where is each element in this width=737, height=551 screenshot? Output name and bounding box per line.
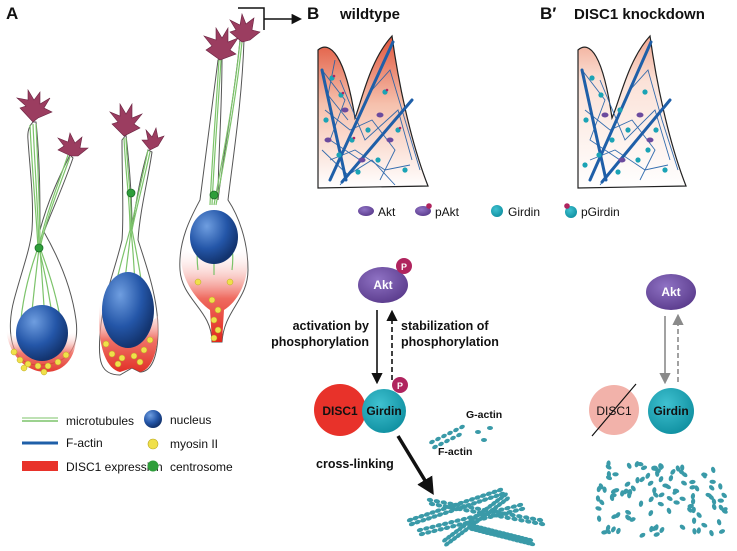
wt-akt-phospho — [396, 258, 412, 274]
neuron-2-myosin — [102, 336, 154, 368]
wt-growth-cone — [317, 34, 429, 189]
neuron-1 — [6, 88, 89, 376]
panel-a-label: A — [6, 4, 18, 23]
wt-girdin-node — [362, 389, 406, 433]
svg-text:P: P — [401, 262, 407, 272]
legend-akt: Akt — [378, 205, 396, 219]
activation-label-2: phosphorylation — [271, 335, 369, 349]
neuron-1-growth-cone-right — [57, 132, 89, 157]
neuron-1-growth-cone-left — [16, 88, 53, 123]
g-actin-label: G-actin — [466, 409, 502, 421]
legend-a: microtubules F-actin DISC1 expression nu… — [22, 410, 233, 474]
neuron-3-growth-cone-right — [229, 12, 261, 43]
neuron-2-growth-cone-left — [109, 102, 143, 137]
legend-pakt: pAkt — [435, 205, 460, 219]
activation-label-1: activation by — [293, 319, 369, 333]
wt-disc1-node — [314, 384, 366, 436]
legend-girdin: Girdin — [508, 205, 540, 219]
legend-b: Akt pAkt Girdin pGirdin — [358, 203, 620, 219]
kd-pathway: Akt DISC1 Girdin — [589, 274, 728, 538]
f-actin-label: F-actin — [438, 446, 472, 458]
cross-linking-arrow — [396, 435, 434, 495]
legend-nucleus: nucleus — [170, 413, 211, 427]
wt-pathway: Akt P activation by phosphorylation stab… — [271, 258, 546, 547]
neuron-3-centrosome — [209, 190, 219, 200]
svg-text:P: P — [397, 381, 403, 391]
neuron-2-centrosome — [126, 188, 136, 198]
cross-linking-label: cross-linking — [316, 457, 394, 471]
small-actin-strand — [429, 424, 493, 450]
zoom-bracket — [238, 7, 303, 30]
knockdown-title: DISC1 knockdown — [574, 6, 705, 23]
neuron-3-myosin — [194, 278, 234, 342]
legend-pgirdin: pGirdin — [581, 205, 620, 219]
panel-b-label: B — [307, 4, 319, 23]
panel-b-prime-label: B′ — [540, 4, 556, 23]
kd-girdin-label: Girdin — [653, 404, 688, 418]
stabilization-label-2: phosphorylation — [401, 335, 499, 349]
neuron-3 — [179, 12, 261, 343]
wt-girdin-label: Girdin — [366, 404, 401, 418]
neuron-1-centrosome — [34, 243, 44, 253]
wildtype-title: wildtype — [339, 6, 400, 23]
neuron-3-growth-cone-left — [203, 26, 239, 61]
wt-disc1-label: DISC1 — [322, 404, 358, 418]
legend-disc1-expression: DISC1 expression — [66, 460, 163, 474]
stabilization-label-1: stabilization of — [401, 319, 489, 333]
wt-girdin-phospho — [392, 377, 408, 393]
legend-centrosome: centrosome — [170, 460, 233, 474]
neuron-2-nucleus — [102, 272, 154, 348]
kd-akt-label: Akt — [661, 285, 680, 299]
kd-girdin-node — [648, 388, 694, 434]
legend-myosin: myosin II — [170, 437, 218, 451]
neuron-2 — [98, 102, 165, 376]
neuron-2-growth-cone-right — [141, 127, 165, 151]
kd-growth-cone — [577, 34, 687, 189]
scattered-actin — [595, 460, 728, 538]
kd-akt-node — [646, 274, 696, 310]
wt-akt-label: Akt — [373, 278, 392, 292]
kd-disc1-strike — [591, 383, 637, 437]
wt-akt-node — [358, 267, 408, 303]
crosslinked-actin — [406, 487, 546, 547]
kd-disc1-label: DISC1 — [596, 404, 632, 418]
neuron-1-nucleus — [16, 305, 68, 361]
legend-f-actin: F-actin — [66, 436, 103, 450]
neuron-3-nucleus — [190, 210, 238, 264]
neuron-1-myosin — [10, 348, 70, 376]
legend-microtubules: microtubules — [66, 414, 134, 428]
